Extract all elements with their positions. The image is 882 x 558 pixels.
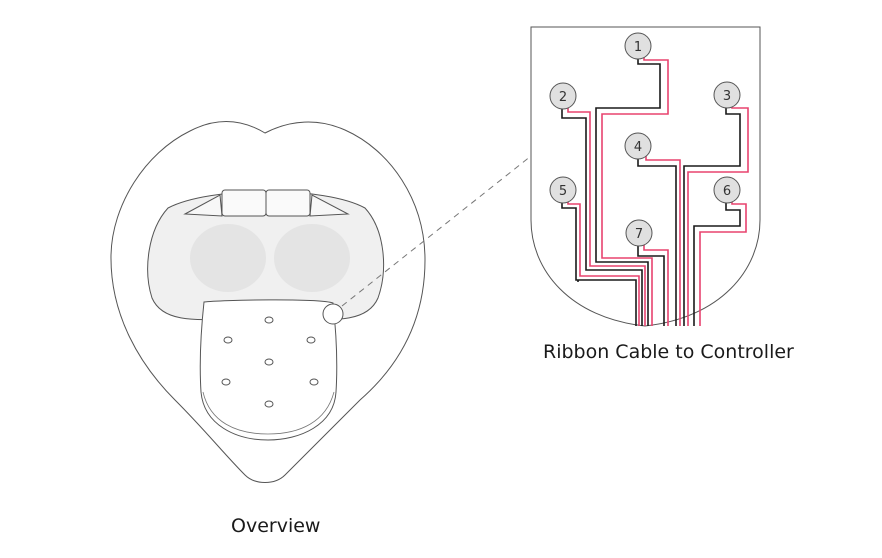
wire-black-5 <box>561 196 637 326</box>
zoom-callout-line <box>341 155 532 307</box>
tongue-dot <box>223 336 233 344</box>
tongue-dot <box>264 400 274 408</box>
wire-black-6 <box>693 196 741 326</box>
palate-right <box>274 224 350 292</box>
tongue-electrode-dots <box>221 316 319 408</box>
upper-teeth <box>183 189 350 217</box>
wire-red-5 <box>567 196 640 326</box>
tongue-dot <box>264 316 274 324</box>
wire-red-4 <box>645 154 681 326</box>
zoom-marker <box>322 303 344 325</box>
electrode-label: 4 <box>634 140 642 155</box>
wire-red-6 <box>699 196 747 326</box>
electrode-label: 1 <box>634 40 642 55</box>
wire-black-1 <box>595 52 661 326</box>
tongue-dot <box>221 378 231 386</box>
tongue-dot <box>306 336 316 344</box>
wire-black-4 <box>637 154 677 326</box>
mouth-illustration <box>110 121 426 483</box>
electrodes: 1 2 3 4 5 6 7 <box>549 32 741 247</box>
wire-red-1 <box>601 52 669 326</box>
wire-red-2 <box>567 104 646 326</box>
overview-caption: Overview <box>231 515 321 537</box>
electrode-5: 5 <box>549 176 577 204</box>
electrode-6: 6 <box>713 176 741 204</box>
black-wires <box>561 52 741 326</box>
wire-black-3 <box>683 102 741 326</box>
electrode-2: 2 <box>549 82 577 110</box>
tongue-dot <box>309 378 319 386</box>
palate-left <box>190 224 266 292</box>
electrode-array-detail: 1 2 3 4 5 6 7 <box>530 26 761 327</box>
electrode-label: 2 <box>559 90 567 105</box>
electrode-7: 7 <box>625 219 653 247</box>
electrode-1: 1 <box>624 32 652 60</box>
electrode-label: 3 <box>723 89 731 104</box>
electrode-label: 6 <box>723 184 731 199</box>
electrode-4: 4 <box>624 132 652 160</box>
tongue-dot <box>264 358 274 366</box>
wire-black-2 <box>561 104 643 326</box>
wire-black-7 <box>637 240 665 326</box>
tongue <box>199 299 338 441</box>
electrode-label: 7 <box>635 227 643 242</box>
electrode-3: 3 <box>713 81 741 109</box>
tongue-pad-edge <box>202 391 335 435</box>
electrode-label: 5 <box>559 184 567 199</box>
ribbon-cable-caption: Ribbon Cable to Controller <box>543 341 794 363</box>
